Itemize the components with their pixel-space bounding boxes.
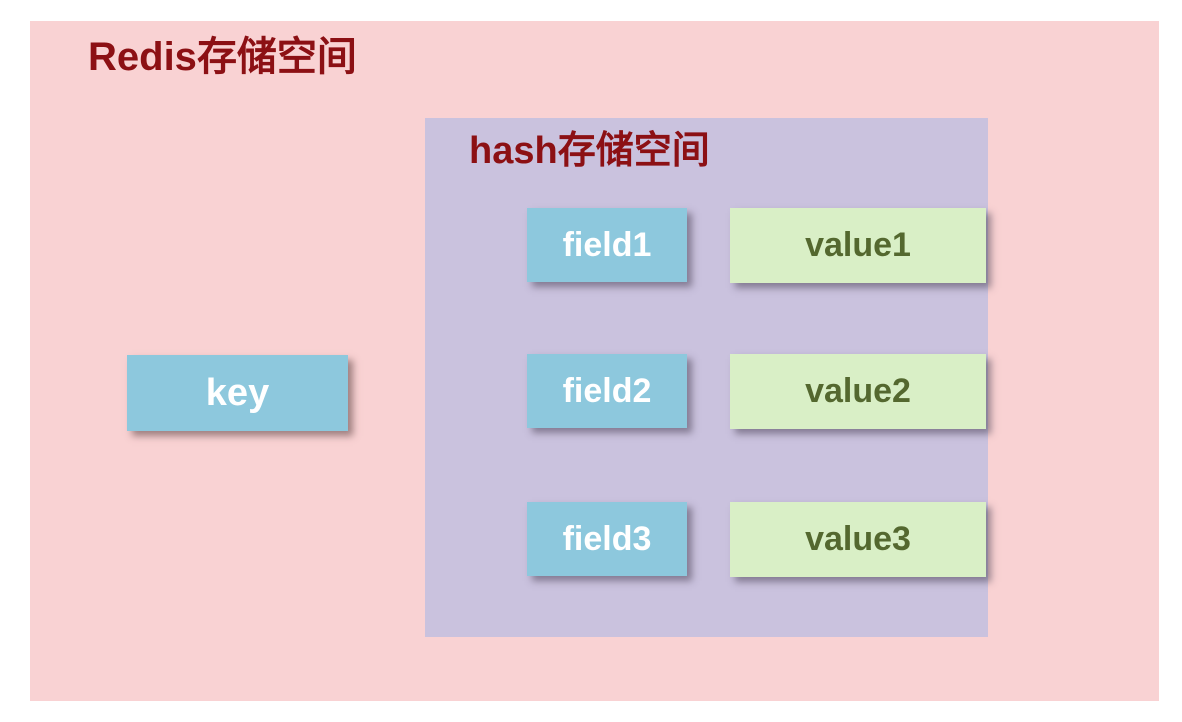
- hash-space-title-cjk: 存储空间: [557, 130, 710, 172]
- field3-box: field3: [527, 502, 687, 576]
- redis-space-title-cjk: 存储空间: [196, 34, 357, 79]
- hash-storage-space: hash存储空间 field1 value1 field2 value2 fie…: [425, 118, 988, 637]
- value1-box: value1: [730, 208, 986, 283]
- field2-box: field2: [527, 354, 687, 428]
- hash-space-title-latin: hash: [469, 130, 558, 172]
- field1-box: field1: [527, 208, 687, 282]
- hash-space-title: hash存储空间: [469, 132, 710, 170]
- key-box: key: [127, 355, 348, 431]
- value2-box: value2: [730, 354, 986, 429]
- redis-space-title: Redis存储空间: [88, 34, 357, 79]
- redis-space-title-latin: Redis: [88, 35, 197, 79]
- value3-box: value3: [730, 502, 986, 577]
- redis-storage-space: Redis存储空间 key hash存储空间 field1 value1 fie…: [30, 21, 1159, 701]
